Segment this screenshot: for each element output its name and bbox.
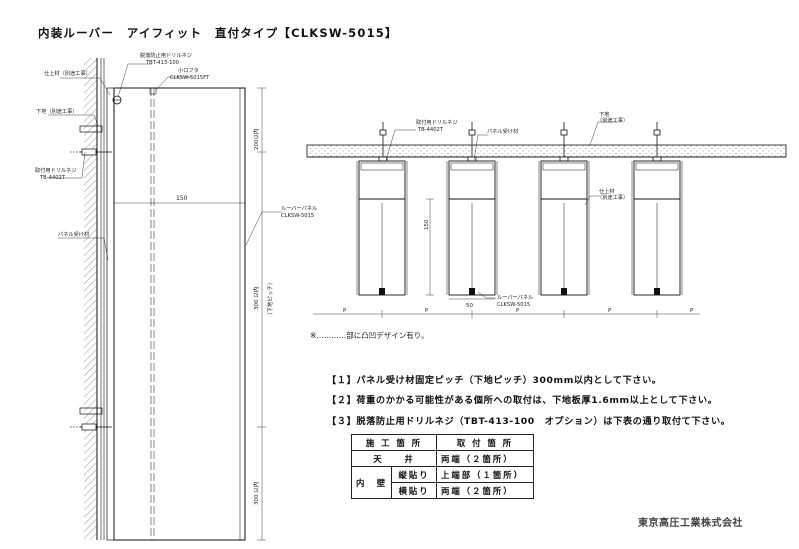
table-header-mounting: 取 付 箇 所	[436, 434, 534, 451]
end-cap	[149, 87, 157, 95]
table-horizontal: 横貼り	[391, 482, 437, 499]
drawing-title: 内装ルーバー アイフィット 直付タイプ【CLKSW-5015】	[38, 26, 398, 40]
note-1: 【１】パネル受け材固定ピッチ（下地ピッチ）300mm以内として下さい。	[327, 375, 662, 386]
note-2: 【２】荷重のかかる可能性がある個所への取付は、下地板厚1.6mm以上として下さい…	[327, 395, 718, 406]
label-substrate: 下地（別途工事）	[36, 107, 78, 115]
ceiling-slab	[306, 144, 787, 158]
dim-50: 50	[466, 303, 473, 309]
pitch-5: P	[690, 308, 694, 314]
label-finish: 仕上材（別途工事）	[44, 69, 91, 77]
sec-label-substrate: 下地	[599, 110, 609, 118]
label-fixing-screw-code: TB-4402T	[39, 175, 66, 181]
louver-unit-1	[356, 160, 408, 296]
table-header-location: 施 工 箇 所	[351, 434, 437, 451]
table-horizontal-value: 両端（２箇所）	[436, 482, 534, 499]
panel-receiver-bar	[106, 87, 115, 541]
section-view: 150 50 P P P P P 取付用ドリルネジ TB-4402T パネル受け…	[306, 110, 787, 340]
sec-label-substrate-note: （別途工事）	[597, 116, 628, 124]
sec-label-louver-panel-code: CLKSW-5015	[497, 302, 530, 308]
label-louver-panel-code: CLKSW-5015	[281, 213, 314, 219]
dim-mid: 300 以内	[252, 287, 260, 310]
side-view: 仕上材（別途工事） 下地（別途工事） 取付用ドリルネジ TB-4402T パネル…	[35, 51, 317, 541]
label-cap-code: CLKSW-5015FT	[170, 75, 210, 81]
label-drill-screw: 脱落防止用ドリルネジ	[140, 51, 192, 59]
table-ceiling: 天 井	[351, 450, 437, 467]
louver-unit-3	[538, 160, 590, 296]
dim-top: 200以内	[252, 129, 260, 151]
louver-panel	[113, 87, 246, 541]
label-louver-panel: ルーバーパネル	[281, 205, 317, 212]
note-3: 【３】脱落防止用ドリルネジ（TBT-413-100 オプション）は下表の通り取付…	[327, 416, 731, 427]
installation-table: 施 工 箇 所 取 付 箇 所 天 井 両端（２箇所） 内 壁 縦貼り 上端部（…	[350, 434, 534, 499]
louver-unit-4	[631, 160, 683, 296]
dim-150-section: 150	[424, 219, 430, 230]
pitch-2: P	[425, 308, 429, 314]
table-vertical: 縦貼り	[391, 466, 437, 483]
label-fixing-screw: 取付用ドリルネジ	[35, 166, 77, 174]
legend-note: ※…………部に凸凹デザイン有り。	[310, 330, 429, 340]
sec-label-finish: 仕上材	[599, 187, 615, 195]
pitch-4: P	[608, 308, 612, 314]
sec-label-finish-note: （別途工事）	[597, 193, 628, 201]
table-wall: 内 壁	[350, 466, 393, 499]
table-ceiling-value: 両端（２箇所）	[436, 450, 534, 467]
dim-pitch: （下地ピッチ）	[266, 279, 274, 318]
table-vertical-value: 上端部（１箇所）	[436, 466, 534, 483]
wall-hatch	[84, 58, 97, 540]
dim-150: 150	[176, 195, 188, 202]
sec-label-fixing-screw: 取付用ドリルネジ	[416, 118, 458, 126]
label-cap: 小口フタ	[178, 66, 199, 74]
label-panel-receiver: パネル受け材	[58, 230, 89, 238]
sec-label-panel-receiver: パネル受け材	[487, 127, 518, 135]
pitch-3: P	[516, 308, 520, 314]
label-drill-screw-code: TBT-413-100	[145, 60, 179, 66]
louver-unit-2	[446, 160, 498, 296]
pitch-1: P	[343, 308, 347, 314]
company-logo: 東京高圧工業株式会社	[638, 518, 743, 529]
top-screws	[378, 122, 662, 162]
sec-label-fixing-screw-code: TB-4402T	[417, 127, 444, 133]
sec-label-louver-panel: ルーバーパネル	[497, 294, 533, 301]
dim-bottom: 300 以内	[252, 482, 260, 505]
